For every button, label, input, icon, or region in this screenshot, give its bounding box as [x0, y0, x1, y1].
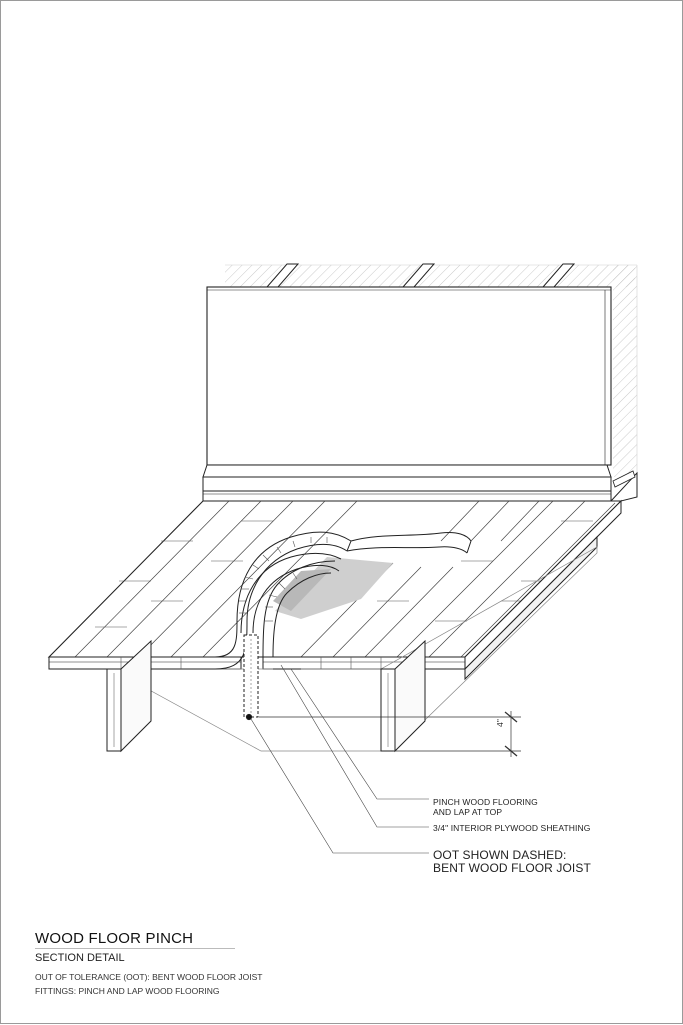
sheet-note: OUT OF TOLERANCE (OOT): BENT WOOD FLOOR …: [35, 972, 263, 982]
callout-flooring-line1: PINCH WOOD FLOORING: [433, 797, 538, 807]
baseboard: [202, 464, 612, 502]
callout-flooring-line2: AND LAP AT TOP: [433, 807, 503, 817]
wall-panel: [206, 286, 612, 466]
dimension-label: 4": [495, 719, 505, 727]
floor-joist-right: [380, 639, 426, 753]
sheet-note: FITTINGS: PINCH AND LAP WOOD FLOORING: [35, 986, 220, 996]
lift-shadow: [273, 557, 393, 619]
callout-oot-line2: BENT WOOD FLOOR JOIST: [433, 861, 591, 875]
callout-oot-line1: OOT SHOWN DASHED:: [433, 848, 567, 862]
height-dimension: [259, 711, 521, 757]
sheet-subtitle: SECTION DETAIL: [35, 952, 125, 964]
bent-joist-oot: [243, 634, 259, 721]
sheet-title: WOOD FLOOR PINCH: [35, 930, 194, 947]
title-divider: [35, 948, 235, 949]
leader-lines: [250, 664, 429, 854]
callout-sheathing: 3/4" INTERIOR PLYWOOD SHEATHING: [433, 823, 591, 833]
pinched-flooring: [49, 531, 472, 670]
floor-joist-left: [106, 639, 152, 753]
